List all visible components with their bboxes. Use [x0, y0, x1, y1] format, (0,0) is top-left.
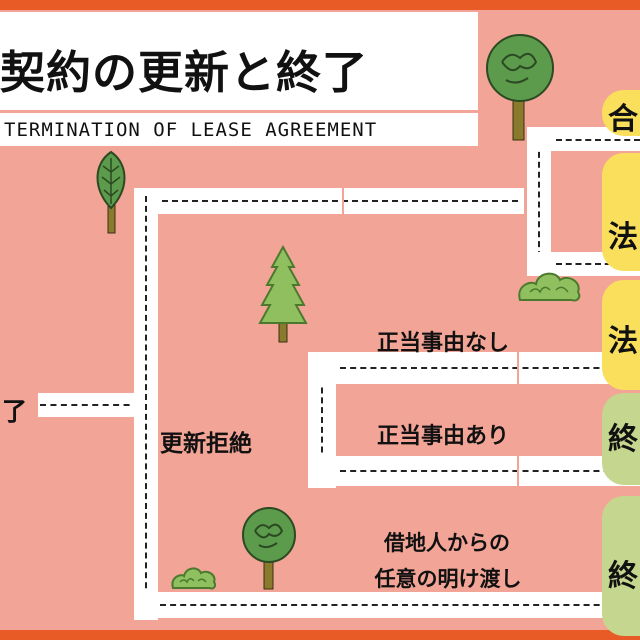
- result-text-3: 法: [608, 324, 638, 359]
- result-text-2: 法: [608, 220, 638, 255]
- voluntary-surrender-label-line1: 借地人からの: [384, 531, 510, 555]
- round-tree-icon: [242, 507, 296, 590]
- leaf-tree-icon: [96, 150, 126, 234]
- start-label: 了: [2, 397, 28, 426]
- result-box-4: [602, 393, 640, 485]
- refusal-label: 更新拒絶: [160, 431, 252, 457]
- voluntary-surrender-label-line2: 任意の明け渡し: [374, 567, 522, 591]
- road-with-just-cause-dashes: [340, 470, 640, 472]
- road-seam: [342, 188, 344, 214]
- road-no-just-cause-dashes: [340, 367, 640, 369]
- with-just-cause-label: 正当事由あり: [377, 424, 510, 449]
- road-upper-top-dashes: [556, 139, 640, 141]
- bush-icon: [171, 567, 217, 590]
- road-seam: [517, 456, 519, 486]
- road-refusal-vertical-dashes: [321, 358, 323, 482]
- result-box-2: [602, 153, 640, 271]
- road-upper-bottom-dashes: [556, 263, 640, 265]
- road-top-branch-dashes: [162, 200, 518, 202]
- no-just-cause-label: 正当事由なし: [377, 331, 510, 356]
- subtitle-box: [0, 113, 478, 146]
- road-bottom-branch-dashes: [160, 604, 640, 606]
- page-subtitle: TERMINATION OF LEASE AGREEMENT: [4, 119, 378, 141]
- bush-icon: [518, 272, 581, 302]
- result-text-5: 終: [608, 559, 638, 594]
- road-seam: [517, 352, 519, 384]
- pine-tree-icon: [258, 244, 308, 343]
- result-box-3: [602, 280, 640, 390]
- result-text-4: 終: [608, 422, 638, 457]
- result-box-1: [602, 90, 640, 136]
- result-box-5: [602, 496, 640, 636]
- result-text-1: 合: [608, 102, 638, 137]
- title-box: [0, 12, 478, 110]
- round-tree-icon: [486, 34, 554, 141]
- road-start-dashes: [40, 404, 140, 406]
- road-main-vertical-dashes: [145, 196, 147, 608]
- road-upper-vertical-dashes: [538, 132, 540, 267]
- page-title: 契約の更新と終了: [0, 46, 369, 99]
